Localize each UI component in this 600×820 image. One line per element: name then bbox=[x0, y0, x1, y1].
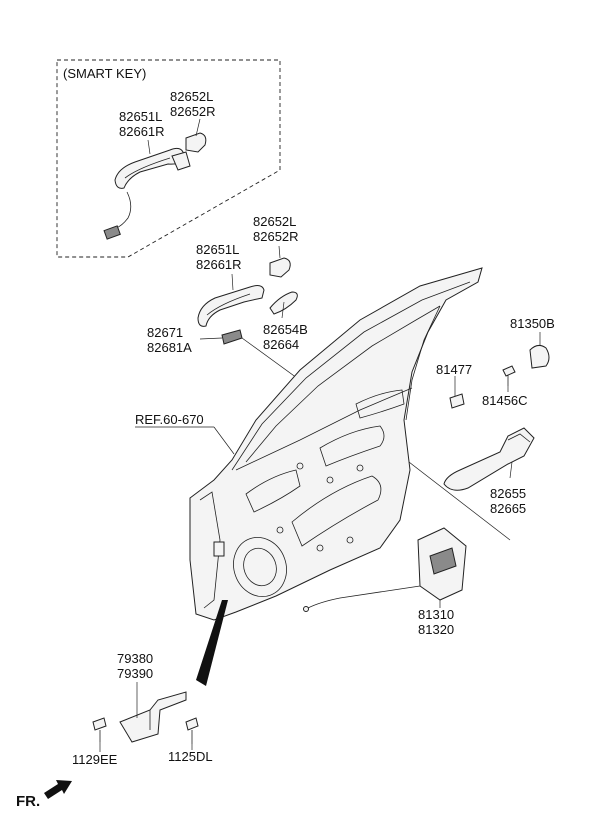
door-hole bbox=[316, 544, 324, 552]
door-hole bbox=[296, 462, 304, 470]
handle-cap bbox=[269, 257, 291, 278]
label-sk-82652L: 82652L bbox=[170, 89, 213, 104]
speaker-outer-ring bbox=[233, 537, 287, 597]
label-82671: 82671 bbox=[147, 325, 183, 340]
front-direction-indicator: FR. bbox=[16, 780, 72, 810]
smart-key-connector bbox=[103, 225, 121, 240]
smart-key-caption: (SMART KEY) bbox=[63, 66, 146, 81]
handle-bezel-82671 bbox=[221, 329, 243, 345]
leader-82651 bbox=[231, 273, 234, 291]
label-sk-82661R: 82661R bbox=[119, 124, 165, 139]
door-hinge-side bbox=[199, 491, 221, 609]
window-frame-inner bbox=[231, 281, 471, 471]
inner-panel-opening-1 bbox=[245, 469, 301, 513]
door-outer-panel bbox=[189, 267, 483, 621]
handle-bracket-82655 bbox=[443, 427, 535, 491]
bolt-1129EE bbox=[92, 717, 107, 731]
label-81310: 81310 bbox=[418, 607, 454, 622]
label-82652R: 82652R bbox=[253, 229, 299, 244]
leader-sk-82652 bbox=[195, 118, 201, 137]
label-79390: 79390 bbox=[117, 666, 153, 681]
label-82651L: 82651L bbox=[196, 242, 239, 257]
label-1129EE: 1129EE bbox=[72, 752, 118, 767]
smart-key-handle-edge bbox=[124, 157, 171, 179]
latch-cable-end bbox=[303, 606, 309, 612]
latch-cable bbox=[307, 585, 421, 609]
label-82664: 82664 bbox=[263, 337, 299, 352]
screw-81477 bbox=[449, 393, 465, 409]
label-82655: 82655 bbox=[490, 486, 526, 501]
label-sk-82652R: 82652R bbox=[170, 104, 216, 119]
door-hinge-plate bbox=[213, 541, 225, 557]
smart-key-wire bbox=[115, 191, 132, 229]
label-82681A: 82681A bbox=[147, 340, 192, 355]
handle-bracket-group bbox=[443, 427, 535, 491]
belt-line bbox=[235, 387, 413, 471]
leader-82654B bbox=[281, 301, 285, 319]
smart-key-dashed-box bbox=[56, 59, 281, 258]
label-sk-82651L: 82651L bbox=[119, 109, 162, 124]
smart-key-handle-cap bbox=[185, 132, 207, 153]
label-82661R: 82661R bbox=[196, 257, 242, 272]
inner-panel-opening-4 bbox=[355, 389, 405, 419]
door-hole bbox=[326, 476, 334, 484]
leader-82671 bbox=[199, 337, 223, 340]
bolt-1125DL bbox=[185, 717, 199, 731]
label-82654B: 82654B bbox=[263, 322, 308, 337]
outside-handle bbox=[197, 285, 265, 327]
door-latch-group bbox=[303, 527, 467, 612]
door-hole bbox=[356, 464, 364, 472]
inner-panel-opening-2 bbox=[291, 475, 382, 547]
label-81456C: 81456C bbox=[482, 393, 528, 408]
door-hole bbox=[276, 526, 284, 534]
label-82652L: 82652L bbox=[253, 214, 296, 229]
leader-82655 bbox=[509, 461, 513, 479]
front-door-panel bbox=[189, 267, 483, 686]
smart-key-group: (SMART KEY) bbox=[56, 59, 281, 258]
leader-sk-82651 bbox=[147, 139, 151, 155]
bolt-81456C bbox=[502, 365, 516, 377]
key-cylinder-group bbox=[449, 332, 550, 409]
door-hole bbox=[346, 536, 354, 544]
door-hinge-group bbox=[92, 682, 199, 752]
door-hinge-79380 bbox=[119, 691, 187, 743]
front-direction-label: FR. bbox=[16, 793, 40, 810]
label-82665: 82665 bbox=[490, 501, 526, 516]
front-direction-arrow-icon bbox=[44, 780, 72, 799]
label-81320: 81320 bbox=[418, 622, 454, 637]
smart-key-outside-handle bbox=[114, 147, 186, 189]
leader-ref bbox=[213, 426, 235, 455]
inner-panel-opening-3 bbox=[319, 425, 385, 467]
handle-bracket-edge bbox=[507, 433, 531, 443]
smart-key-handle-bracket bbox=[171, 151, 191, 171]
leader-82652 bbox=[278, 245, 281, 259]
window-rear-channel bbox=[405, 305, 441, 421]
label-79380: 79380 bbox=[117, 651, 153, 666]
label-1125DL: 1125DL bbox=[168, 749, 213, 764]
label-81477: 81477 bbox=[436, 362, 472, 377]
speaker-inner-ring bbox=[243, 547, 277, 587]
outside-handle-edge bbox=[206, 293, 251, 316]
window-frame-edge bbox=[245, 305, 441, 463]
label-ref: REF.60-670 bbox=[135, 412, 204, 427]
key-cylinder-81350B bbox=[529, 344, 550, 369]
door-weatherstrip bbox=[196, 600, 228, 686]
latch-mechanism bbox=[429, 547, 457, 575]
label-81350B: 81350B bbox=[510, 316, 555, 331]
